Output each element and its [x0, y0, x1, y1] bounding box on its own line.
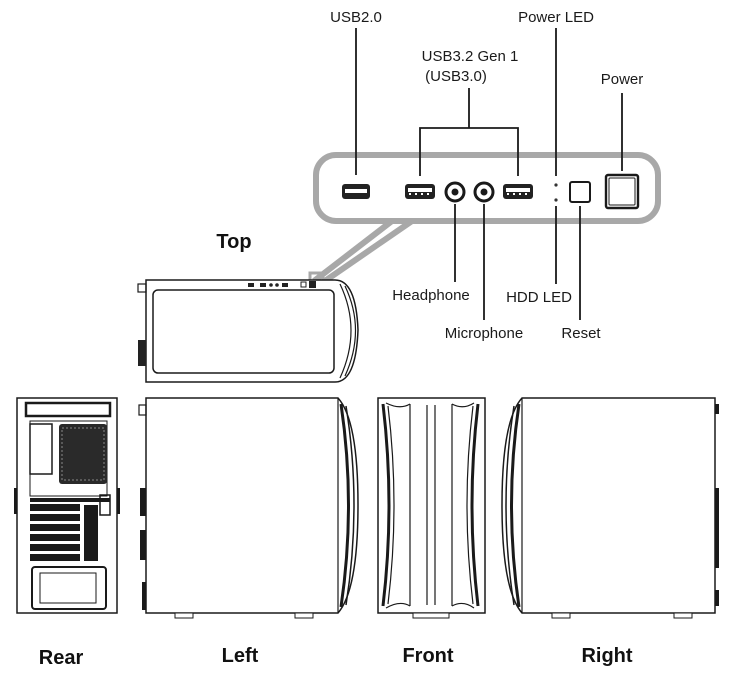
usb3-label-line1: USB3.2 Gen 1 [422, 48, 519, 65]
right-view-label: Right [581, 645, 632, 667]
front-view-label: Front [402, 645, 453, 667]
top-glass-panel [152, 289, 335, 374]
power-label: Power [601, 71, 644, 88]
power-led-icon [554, 183, 558, 187]
hdd-led-icon [554, 198, 558, 202]
callout-connector [312, 218, 414, 286]
io-panel-callout: USB2.0 USB3.2 Gen 1 (USB3.0) Power LED P… [308, 9, 661, 342]
usb3-leader [419, 88, 519, 176]
hdd-led-label: HDD LED [506, 289, 572, 306]
left-view-label: Left [222, 645, 259, 667]
headphone-jack-icon [444, 181, 466, 203]
power-button-icon [604, 173, 640, 210]
usb3-label-line2: (USB3.0) [425, 68, 487, 85]
reset-label: Reset [561, 325, 601, 342]
usb3-port-right-icon [503, 184, 533, 199]
usb2-label: USB2.0 [330, 9, 382, 26]
usb3-port-left-icon [405, 184, 435, 199]
rear-view: Rear [14, 397, 120, 669]
left-case-outline [145, 397, 359, 614]
top-view: Top [137, 231, 359, 383]
right-case-outline [501, 397, 716, 614]
headphone-label: Headphone [392, 287, 470, 304]
power-led-label: Power LED [518, 9, 594, 26]
front-view: Front [377, 397, 486, 667]
reset-button-icon [569, 181, 591, 203]
right-view: Right [501, 397, 719, 667]
rear-view-label: Rear [39, 647, 84, 669]
left-view: Left [138, 397, 359, 667]
microphone-label: Microphone [445, 325, 523, 342]
microphone-jack-icon [473, 181, 495, 203]
top-view-label: Top [216, 231, 251, 253]
io-panel-frame [313, 152, 661, 224]
usb2-port-icon [342, 184, 370, 199]
